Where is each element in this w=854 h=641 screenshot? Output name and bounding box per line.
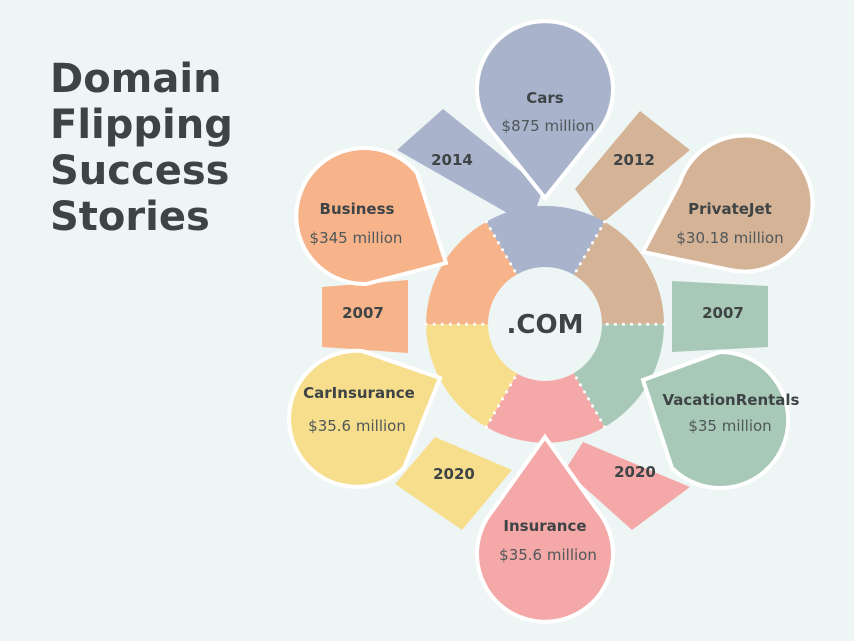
petal-name: CarInsurance [303,384,415,402]
year-tab-2007-right: 2007 [672,281,768,352]
petal-privatejet: PrivateJet $30.18 million [639,133,815,274]
year-tab-2020-right: 2020 [565,442,690,530]
ring-segment-cars [486,205,605,286]
title-line: Stories [50,194,210,240]
petal-value: $875 million [502,117,595,135]
year-label-2020-left: 2020 [433,465,475,483]
petal-name: Insurance [503,517,586,535]
center-circle [488,267,602,381]
year-tab-2020-left: 2020 [395,437,512,530]
page-title: Domain Flipping Success Stories [50,56,233,240]
title-line: Flipping [50,102,233,148]
petal-name: Cars [526,89,564,107]
petal-name: Business [320,200,395,218]
year-tab-2014: 2014 [397,109,543,226]
petal-insurance: Insurance $35.6 million [475,433,615,624]
year-label-2014: 2014 [431,151,473,169]
ring-segment-insurance [486,363,605,443]
year-label-2012: 2012 [613,151,655,169]
year-label-2007-right: 2007 [702,304,744,322]
title-line: Domain [50,56,222,102]
petal-value: $35.6 million [308,417,406,435]
petal-name: VacationRentals [663,391,800,409]
petal-vacationrentals: VacationRentals $35 million [640,349,800,490]
petal-carinsurance: CarInsurance $35.6 million [287,348,443,489]
petal-value: $35.6 million [499,546,597,564]
center-label: .COM [507,310,584,340]
year-tab-2007-left: 2007 [322,280,408,353]
year-label-2020-right: 2020 [614,463,656,481]
petal-value: $30.18 million [676,229,783,247]
petal-cars: Cars $875 million [475,19,615,202]
title-line: Success [50,148,230,194]
petal-name: PrivateJet [688,200,772,218]
petal-value: $345 million [310,229,403,247]
petal-value: $35 million [688,417,771,435]
year-label-2007-left: 2007 [342,304,384,322]
petal-business: Business $345 million [294,146,449,287]
center-ring: .COM [424,205,666,443]
year-tab-2012: 2012 [575,111,690,225]
